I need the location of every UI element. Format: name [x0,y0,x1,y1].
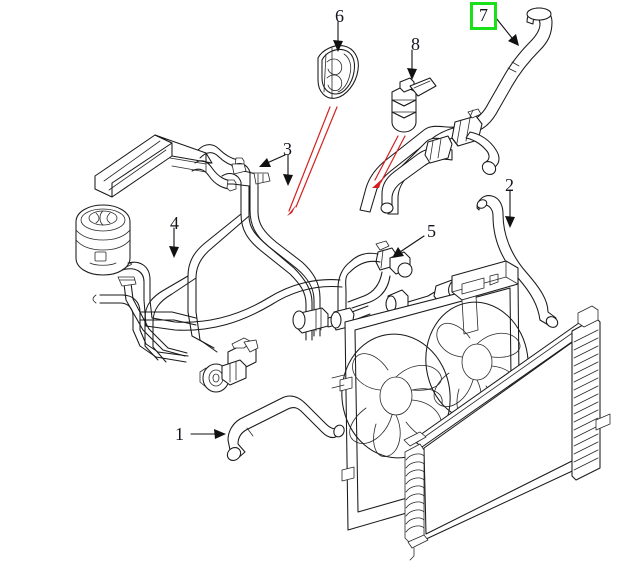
leader-3 [259,154,293,186]
thermostat-housing [199,337,259,393]
condenser-coils [405,453,425,533]
callout-7-highlighted[interactable]: 7 [470,2,497,30]
coolant-temperature-sensor [391,77,437,133]
callout-2[interactable]: 2 [505,175,514,195]
condenser [403,431,429,561]
coolant-pipe-bundle [117,276,188,357]
radiator [412,305,611,541]
leader-1 [190,429,226,439]
leader-4 [169,227,179,258]
callout-3[interactable]: 3 [283,139,292,159]
leader-6 [333,21,343,52]
expansion-tank [75,204,131,276]
red-association-lines [287,106,406,216]
leader-7 [495,17,519,46]
callout-8[interactable]: 8 [411,34,420,54]
callout-5[interactable]: 5 [427,221,436,241]
upper-radiator-hose [476,195,559,328]
hose-connector-clip [375,240,413,278]
expansion-tank-hose [121,261,343,331]
callout-1[interactable]: 1 [175,424,184,444]
callout-4[interactable]: 4 [170,213,179,233]
twin-hose-retainer [317,45,359,99]
heater-matrix [94,134,245,198]
callout-6[interactable]: 6 [335,6,344,26]
leader-5 [392,235,425,258]
leader-lines [169,17,519,439]
leader-8 [407,49,417,80]
heater-hose-clips [231,163,271,185]
leader-2 [505,189,515,228]
long-coolant-hose [359,7,553,215]
radiator-fins [573,329,599,471]
heater-hoses [92,163,321,363]
lower-radiator-hose [226,395,345,461]
